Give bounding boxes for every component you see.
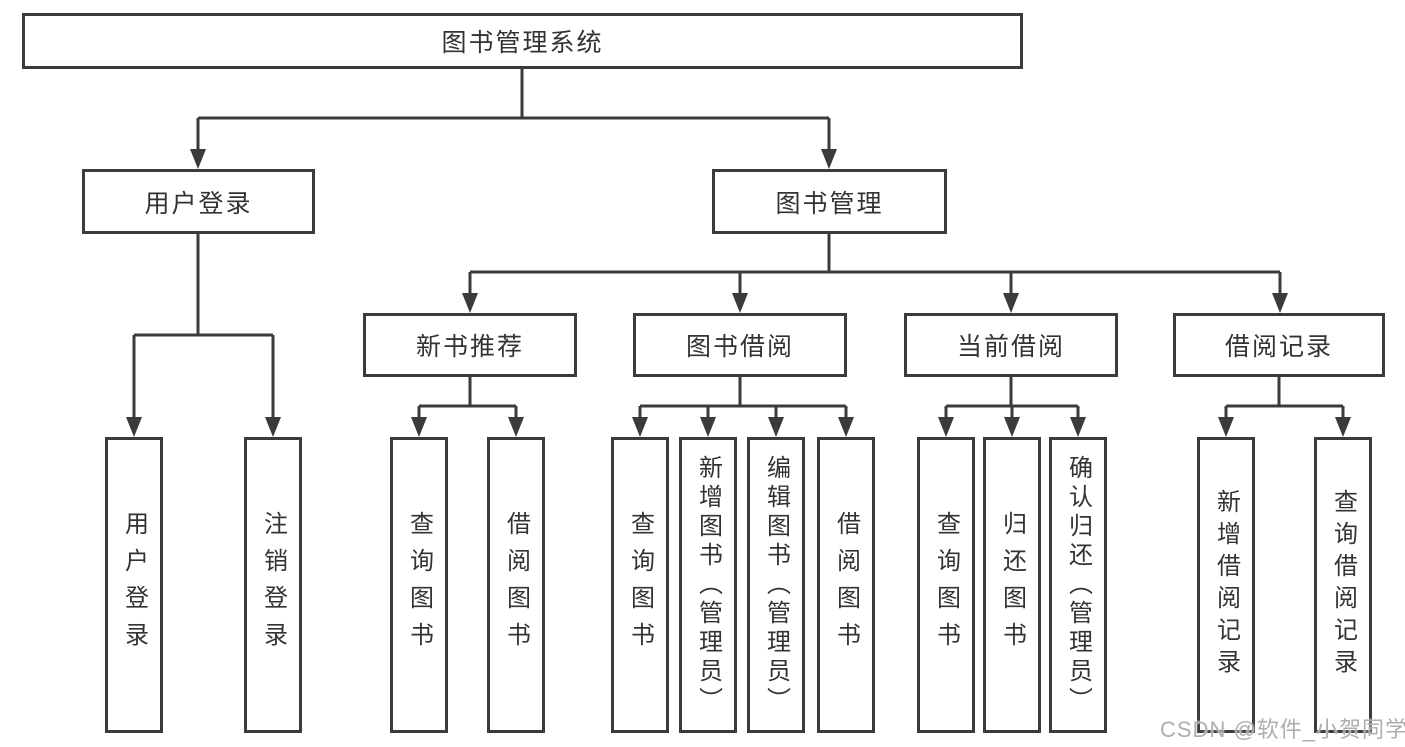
leaf-current-confirm-admin: 确认归还（管理员） xyxy=(1049,437,1107,733)
leaf-borrow-query: 查询图书 xyxy=(611,437,669,733)
connector-arrow xyxy=(265,335,281,437)
connector-arrow xyxy=(938,406,954,437)
connector-arrow xyxy=(632,406,648,437)
connector-arrow xyxy=(821,118,837,169)
leaf-current-query: 查询图书 xyxy=(917,437,975,733)
leaf-borrow-borrow: 借阅图书 xyxy=(817,437,875,733)
leaf-current-return: 归还图书 xyxy=(983,437,1041,733)
connector-arrow xyxy=(1004,406,1020,437)
node-borrow-records: 借阅记录 xyxy=(1173,313,1385,377)
connector-arrow xyxy=(1335,406,1351,437)
connector-arrow xyxy=(732,272,748,313)
leaf-user-login: 用户登录 xyxy=(105,437,163,733)
leaf-user-logout: 注销登录 xyxy=(244,437,302,733)
node-library-system: 图书管理系统 xyxy=(22,13,1023,69)
leaf-borrow-edit-admin: 编辑图书（管理员） xyxy=(747,437,805,733)
connector-arrow xyxy=(768,406,784,437)
connector-arrow xyxy=(508,406,524,437)
node-book-borrow: 图书借阅 xyxy=(633,313,847,377)
leaf-records-query: 查询借阅记录 xyxy=(1314,437,1372,733)
connector-arrow xyxy=(700,406,716,437)
node-current-borrow: 当前借阅 xyxy=(904,313,1118,377)
connector-arrow xyxy=(462,272,478,313)
node-book-management: 图书管理 xyxy=(712,169,947,234)
connector-arrow xyxy=(1070,406,1086,437)
connector-arrow xyxy=(126,335,142,437)
leaf-newbook-borrow: 借阅图书 xyxy=(487,437,545,733)
csdn-watermark: CSDN @软件_小贺同学 xyxy=(1160,717,1405,742)
leaf-records-add: 新增借阅记录 xyxy=(1197,437,1255,733)
connector-arrow xyxy=(411,406,427,437)
leaf-newbook-query: 查询图书 xyxy=(390,437,448,733)
connector-arrow xyxy=(1272,272,1288,313)
leaf-borrow-add-admin: 新增图书（管理员） xyxy=(679,437,737,733)
connector-trunks xyxy=(134,69,1343,408)
connector-arrow xyxy=(1218,406,1234,437)
connector-arrow xyxy=(190,118,206,169)
connector-arrow xyxy=(838,406,854,437)
node-new-book-recommend: 新书推荐 xyxy=(363,313,577,377)
connector-arrow xyxy=(1003,272,1019,313)
node-user-login: 用户登录 xyxy=(82,169,315,234)
